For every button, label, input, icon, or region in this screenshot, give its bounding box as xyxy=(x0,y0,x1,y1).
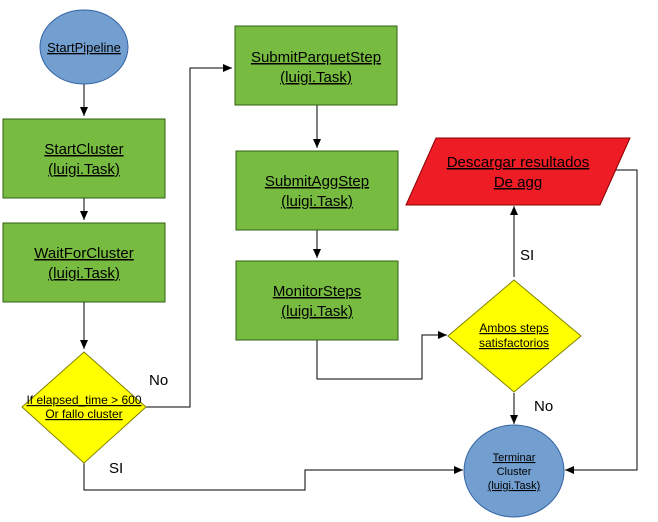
decision-steps-label: Ambos steps xyxy=(479,321,548,335)
wait-for-cluster-label: WaitForCluster xyxy=(34,245,133,262)
decision-elapsed-node[interactable]: If elapsed_time > 600 Or fallo cluster xyxy=(21,351,147,464)
decision-steps-sublabel: satisfactorios xyxy=(479,336,549,350)
edge-label-elapsed-si: SI xyxy=(109,460,123,477)
download-results-node[interactable]: Descargar resultados De agg xyxy=(405,137,631,206)
edge-monitor-decision-steps xyxy=(316,331,447,380)
edge-label-elapsed-no: No xyxy=(149,372,168,389)
decision-elapsed-label: If elapsed_time > 600 xyxy=(26,393,141,407)
edge-decision-si-terminate xyxy=(83,463,463,491)
connectors xyxy=(80,64,638,491)
download-results-sublabel: De agg xyxy=(494,174,542,191)
submit-agg-sublabel: (luigi.Task) xyxy=(281,193,353,210)
monitor-steps-sublabel: (luigi.Task) xyxy=(281,303,353,320)
submit-agg-label: SubmitAggStep xyxy=(265,173,369,190)
submit-agg-node[interactable]: SubmitAggStep (luigi.Task) xyxy=(235,150,399,231)
start-cluster-node[interactable]: StartCluster (luigi.Task) xyxy=(2,118,166,199)
start-cluster-sublabel: (luigi.Task) xyxy=(48,161,120,178)
terminate-cluster-node[interactable]: Terminar Cluster (luigi.Task) xyxy=(463,424,565,518)
edge-label-steps-si: SI xyxy=(520,247,534,264)
submit-parquet-node[interactable]: SubmitParquetStep (luigi.Task) xyxy=(234,25,398,106)
submit-parquet-label: SubmitParquetStep xyxy=(251,49,381,66)
terminate-cluster-label-2: Cluster xyxy=(497,466,532,478)
edge-decision-no-submitparquet xyxy=(146,64,232,408)
decision-steps-node[interactable]: Ambos steps satisfactorios xyxy=(447,279,582,393)
monitor-steps-label: MonitorSteps xyxy=(273,283,361,300)
download-results-label: Descargar resultados xyxy=(447,154,590,171)
monitor-steps-node[interactable]: MonitorSteps (luigi.Task) xyxy=(235,260,399,341)
start-cluster-label: StartCluster xyxy=(44,141,123,158)
terminate-cluster-label: Terminar xyxy=(493,452,536,464)
submit-parquet-sublabel: (luigi.Task) xyxy=(280,69,352,86)
edge-label-steps-no: No xyxy=(534,398,553,415)
decision-elapsed-sublabel: Or fallo cluster xyxy=(45,407,122,421)
start-pipeline-label: StartPipeline xyxy=(47,40,121,55)
edge-download-terminate xyxy=(565,169,638,474)
start-pipeline-node[interactable]: StartPipeline xyxy=(39,9,129,85)
terminate-cluster-sublabel: (luigi.Task) xyxy=(488,480,541,492)
wait-for-cluster-node[interactable]: WaitForCluster (luigi.Task) xyxy=(2,222,166,303)
wait-for-cluster-sublabel: (luigi.Task) xyxy=(48,265,120,282)
